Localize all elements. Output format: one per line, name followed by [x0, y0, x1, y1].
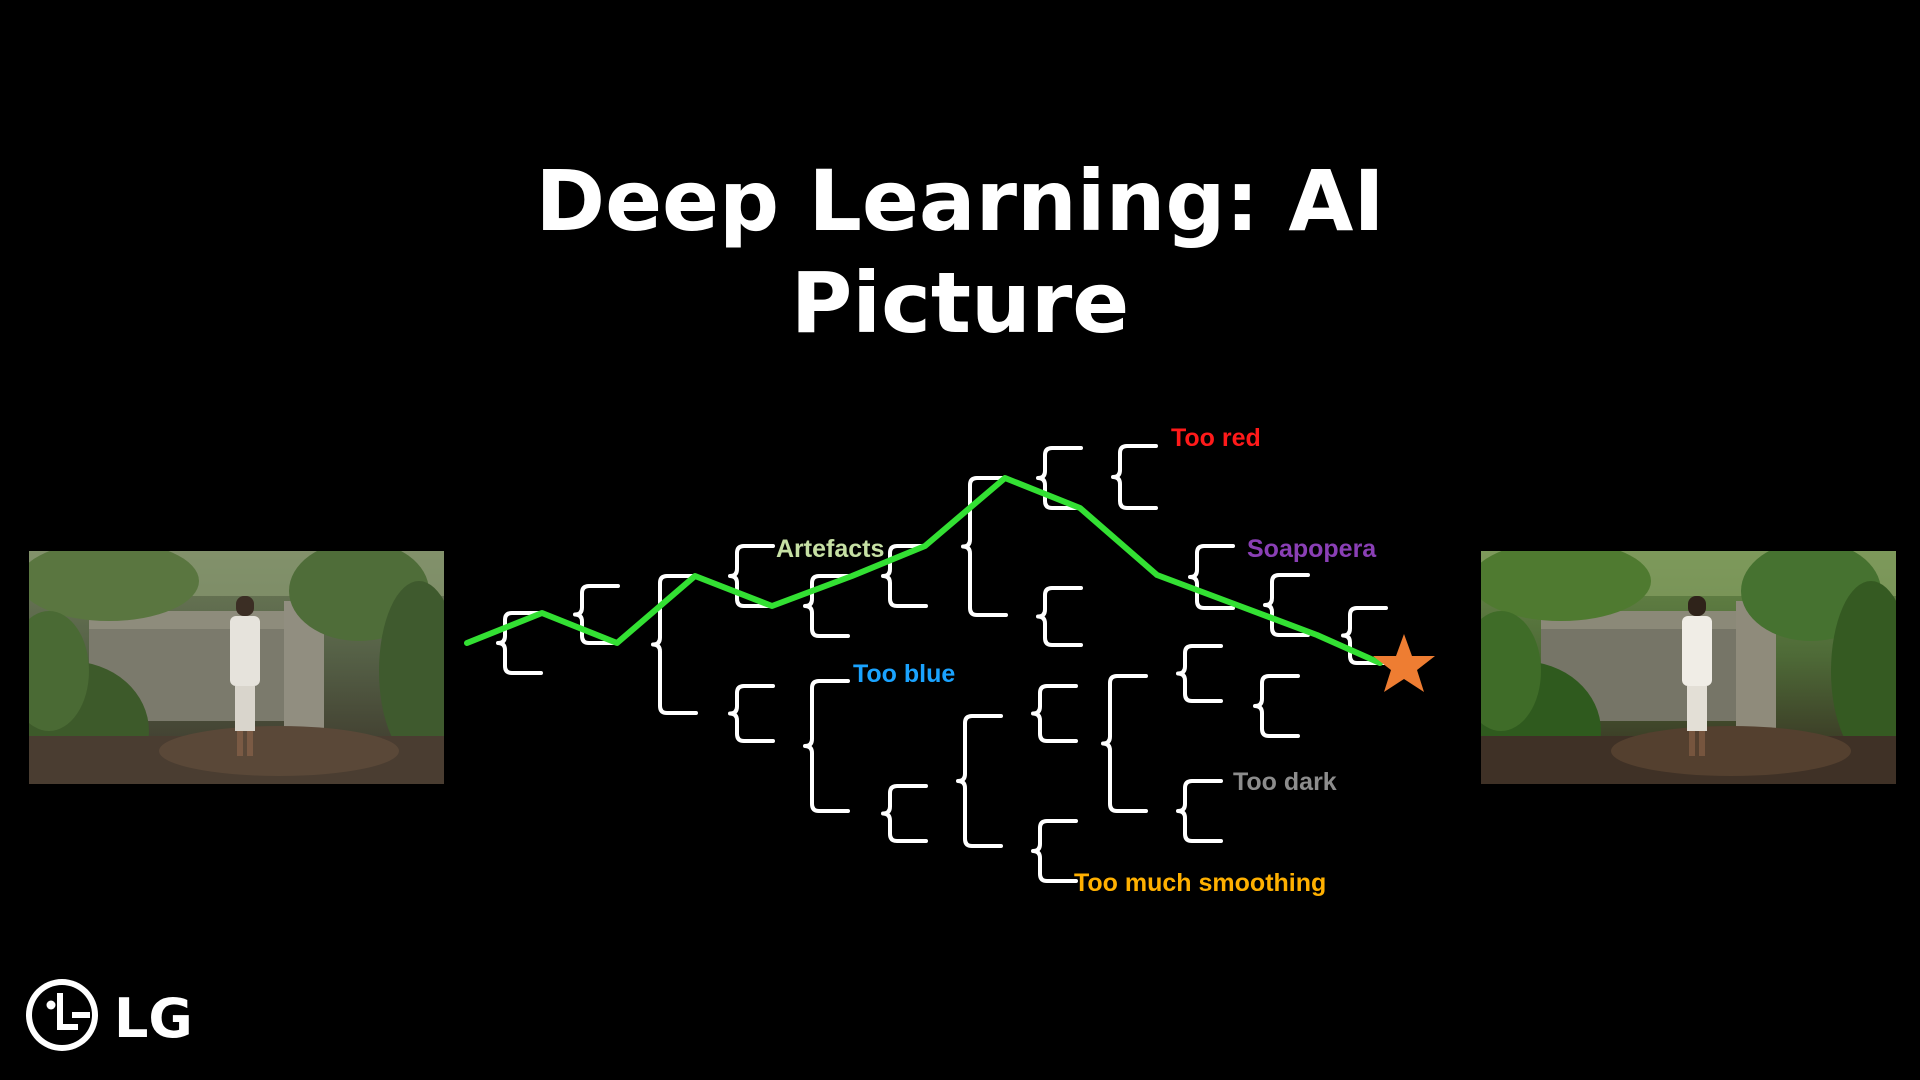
tree-bracket [1031, 684, 1078, 743]
tree-bracket [728, 544, 775, 608]
slide-title: Deep Learning: AI Picture [0, 150, 1920, 354]
label-too-red: Too red [1171, 424, 1261, 452]
label-too-much-smoothing: Too much smoothing [1074, 869, 1326, 897]
tree-bracket [1176, 644, 1223, 703]
tree-bracket [496, 611, 543, 675]
lg-face-logo-icon [26, 979, 98, 1051]
tree-bracket [1263, 573, 1310, 637]
label-too-blue: Too blue [853, 660, 955, 688]
input-picture [29, 551, 444, 784]
output-picture [1481, 551, 1896, 784]
tree-bracket [1101, 674, 1148, 813]
tree-bracket [881, 784, 928, 843]
tree-bracket [1253, 674, 1300, 738]
tree-bracket [803, 679, 850, 813]
tree-bracket [1188, 544, 1235, 610]
tree-bracket [961, 476, 1008, 617]
star-icon [1373, 634, 1435, 692]
tree-bracket [1031, 819, 1078, 883]
tree-bracket [728, 684, 775, 743]
tree-bracket [956, 714, 1003, 848]
tree-bracket [1341, 606, 1388, 665]
tree-bracket [1036, 446, 1083, 510]
tree-branches [496, 444, 1388, 883]
tree-bracket [573, 584, 620, 645]
tree-bracket [803, 574, 850, 638]
optimization-path [464, 475, 1383, 666]
tree-bracket [1036, 586, 1083, 647]
tree-bracket [881, 544, 928, 608]
title-line-2: Picture [790, 254, 1130, 352]
title-line-1: Deep Learning: AI [535, 152, 1385, 250]
tree-bracket [1111, 444, 1158, 510]
label-too-dark: Too dark [1233, 768, 1337, 796]
lg-logo: LG [26, 979, 193, 1051]
tree-bracket [651, 574, 698, 715]
lg-logo-text: LG [114, 987, 193, 1050]
tree-bracket [1176, 779, 1223, 843]
label-artefacts: Artefacts [776, 535, 884, 563]
label-soapopera: Soapopera [1247, 535, 1377, 563]
